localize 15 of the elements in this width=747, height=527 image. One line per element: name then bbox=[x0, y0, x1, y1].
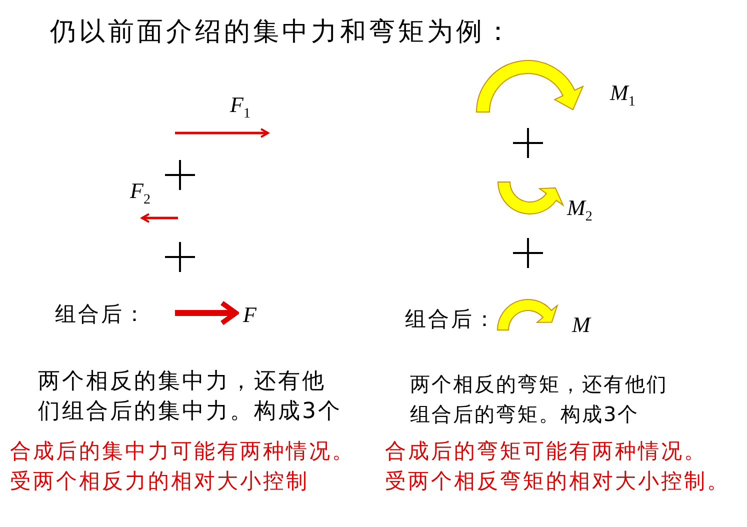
label: 组合后： bbox=[55, 301, 147, 328]
note: 合成后的集中力可能有两种情况。 bbox=[10, 438, 355, 465]
force-label: F$_{1}$ bbox=[230, 92, 250, 122]
force-label: F$_{2}$ bbox=[130, 178, 150, 208]
description: 两个相反的集中力，还有他们组合后的集中力。构成3个 bbox=[38, 368, 343, 426]
note: 合成后的弯矩可能有两种情况。 bbox=[385, 438, 707, 465]
note: 受两个相反力的相对大小控制 bbox=[10, 468, 309, 495]
moment-label: M$_{2}$ bbox=[567, 195, 592, 226]
note: 受两个相反弯矩的相对大小控制。 bbox=[385, 468, 730, 495]
label: 组合后： bbox=[405, 306, 497, 333]
title: 仍以前面介绍的集中力和弯矩为例： bbox=[50, 16, 514, 49]
moment-label: M bbox=[572, 312, 590, 338]
description: 两个相反的弯矩，还有他们组合后的弯矩。构成3个 bbox=[410, 371, 669, 428]
force-label: F bbox=[243, 302, 256, 328]
moment-label: M$_{1}$ bbox=[610, 80, 636, 110]
